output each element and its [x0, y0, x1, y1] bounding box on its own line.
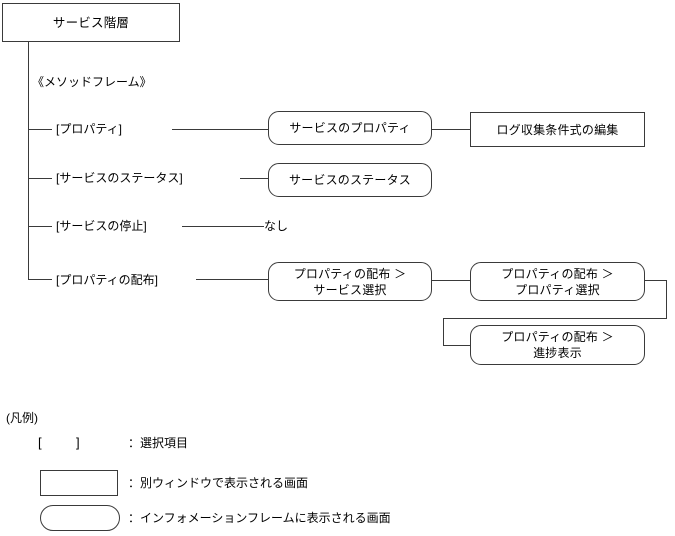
node-distribution-progress-label: プロパティの配布 ＞ 進捗表示 — [501, 330, 614, 360]
branch-stub-service-stop — [28, 226, 52, 227]
legend-bracket-left: [ — [38, 435, 42, 450]
legend-bracket-right: ] — [76, 435, 80, 450]
menu-item-property-distribution[interactable]: [プロパティの配布] — [56, 273, 158, 287]
node-service-property-screen[interactable]: サービスのプロパティ — [268, 111, 432, 145]
node-service-property-label: サービスのプロパティ — [289, 121, 411, 135]
legend-title: (凡例) — [6, 411, 38, 425]
node-distribution-property-select-label: プロパティの配布 ＞ プロパティ選択 — [501, 266, 614, 297]
menu-item-property[interactable]: [プロパティ] — [56, 122, 122, 136]
legend-description-selection-item: ：選択項目 — [128, 436, 189, 450]
node-service-hierarchy-label: サービス階層 — [52, 15, 130, 30]
node-log-condition-edit-window[interactable]: ログ収集条件式の編集 — [470, 112, 645, 147]
tree-trunk-line — [28, 42, 29, 279]
node-distribution-service-select-screen[interactable]: プロパティの配布 ＞ サービス選択 — [268, 262, 432, 301]
branch-stub-property — [28, 129, 52, 130]
no-screen-label: なし — [264, 219, 289, 233]
connector-stop-to-none — [182, 226, 264, 227]
legend-rounded-swatch — [40, 505, 120, 531]
legend-description-separate-window: ：別ウィンドウで表示される画面 — [128, 476, 309, 490]
menu-item-service-status[interactable]: [サービスのステータス] — [56, 171, 183, 185]
connector-dist-service-to-dist-property — [432, 280, 470, 281]
connector-route-segment-down-2 — [443, 318, 444, 346]
node-distribution-property-select-screen[interactable]: プロパティの配布 ＞ プロパティ選択 — [470, 262, 645, 301]
legend-rectangle-swatch — [40, 470, 118, 496]
connector-route-segment-right — [645, 280, 667, 281]
legend-description-information-frame: ：インフォメーションフレームに表示される画面 — [128, 511, 391, 525]
method-frame-caption: 《メソッドフレーム》 — [32, 75, 152, 89]
connector-status-to-screen — [240, 178, 268, 179]
branch-stub-service-status — [28, 178, 52, 179]
node-distribution-service-select-label: プロパティの配布 ＞ サービス選択 — [293, 266, 407, 297]
branch-stub-property-distribution — [28, 279, 52, 280]
node-service-hierarchy: サービス階層 — [2, 3, 180, 42]
connector-property-to-screen — [172, 129, 268, 130]
connector-property-screen-to-log-edit — [432, 129, 470, 130]
node-service-status-label: サービスのステータス — [288, 173, 411, 187]
menu-item-service-stop[interactable]: [サービスの停止] — [56, 219, 147, 233]
connector-distribution-to-screen — [196, 279, 268, 280]
node-distribution-progress-screen[interactable]: プロパティの配布 ＞ 進捗表示 — [470, 325, 645, 365]
connector-route-segment-down — [666, 280, 667, 318]
connector-route-segment-into-progress — [443, 345, 470, 346]
node-service-status-screen[interactable]: サービスのステータス — [268, 163, 432, 197]
node-log-condition-edit-label: ログ収集条件式の編集 — [496, 122, 619, 137]
connector-route-segment-left — [443, 318, 667, 319]
